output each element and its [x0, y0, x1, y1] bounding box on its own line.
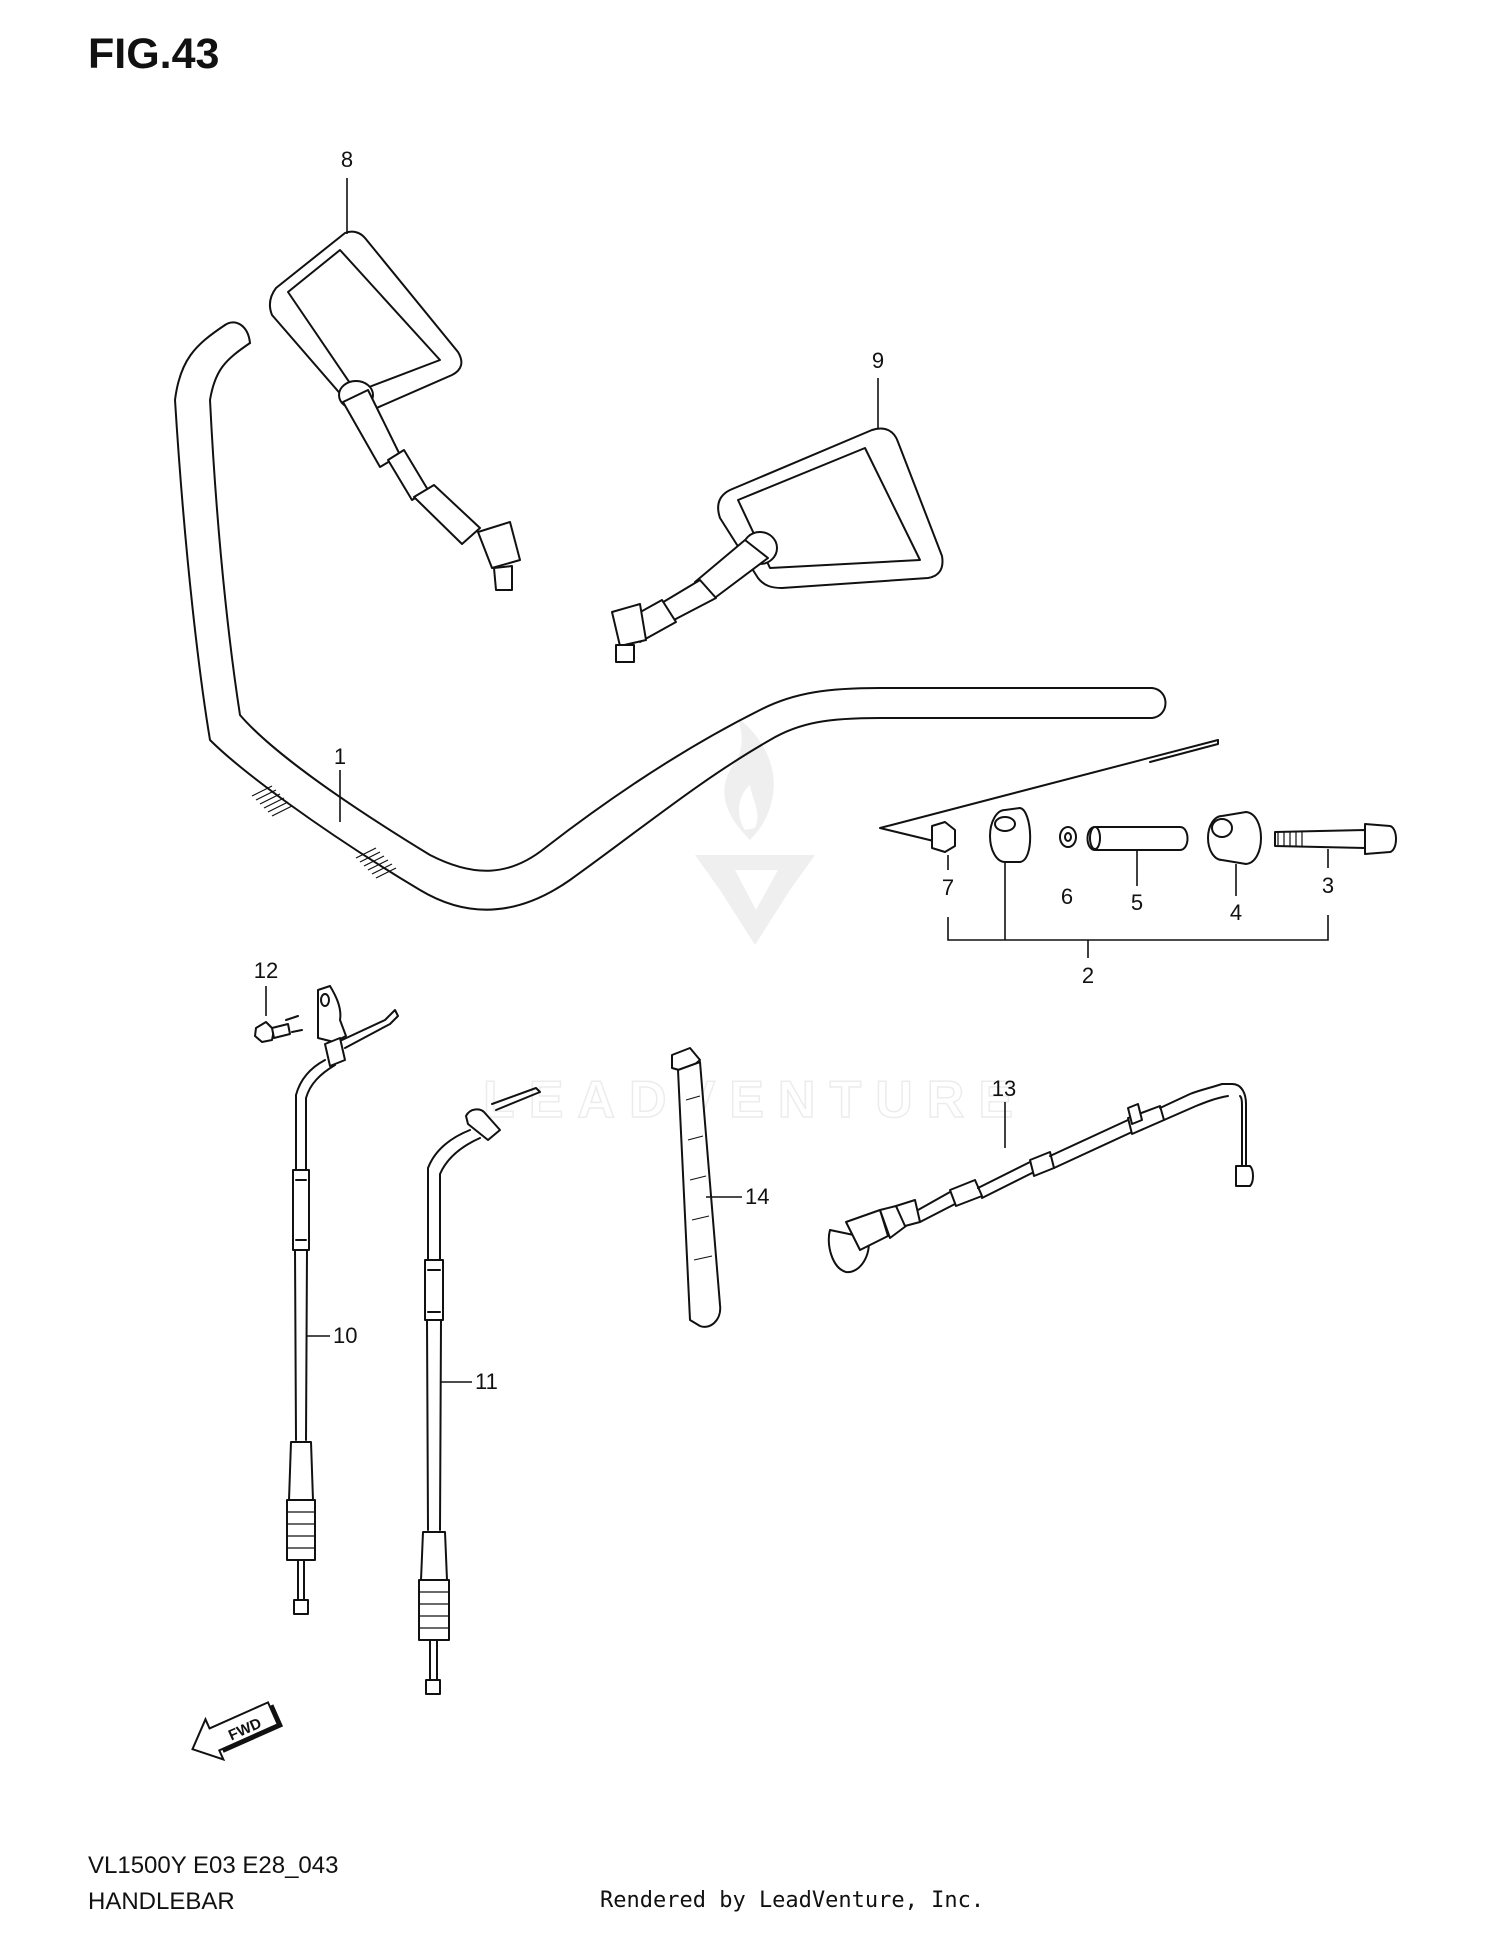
balancer-assembly[interactable]: 7 6 5 4 — [879, 739, 1397, 988]
callout-12: 12 — [254, 958, 278, 983]
handlebar[interactable]: 1 — [174, 321, 1167, 911]
callout-3: 3 — [1322, 873, 1334, 898]
callout-14: 14 — [745, 1184, 769, 1209]
callout-8: 8 — [341, 147, 353, 172]
figure-title: FIG.43 — [88, 30, 220, 78]
callout-1: 1 — [334, 744, 346, 769]
fwd-arrow: FWD — [191, 1701, 284, 1762]
callout-5: 5 — [1131, 890, 1143, 915]
screw-part-12[interactable]: 12 — [254, 958, 303, 1043]
washer-part-6[interactable]: 6 — [1059, 826, 1077, 909]
callout-10: 10 — [333, 1323, 357, 1348]
model-code: VL1500Y E03 E28_043 — [88, 1852, 339, 1879]
watermark-text: LEADVENTURE — [483, 1071, 1027, 1129]
mirror-left[interactable]: 8 — [268, 147, 521, 591]
starter-cable-13[interactable]: 13 — [827, 1076, 1254, 1274]
callout-11: 11 — [475, 1369, 498, 1394]
section-name: HANDLEBAR — [88, 1888, 235, 1915]
throttle-cable-11[interactable]: 11 — [418, 1087, 541, 1695]
clamp-band-14[interactable]: 14 — [671, 1047, 769, 1328]
throttle-cable-10[interactable]: 10 — [286, 985, 399, 1615]
weight-part[interactable] — [989, 807, 1032, 863]
nut-part-7[interactable]: 7 — [931, 821, 956, 900]
bolt-part-3[interactable]: 3 — [1274, 823, 1397, 898]
callout-7: 7 — [942, 875, 954, 900]
render-credit: Rendered by LeadVenture, Inc. — [600, 1888, 985, 1913]
callout-13: 13 — [992, 1076, 1016, 1101]
collar-part-5[interactable]: 5 — [1086, 826, 1189, 915]
callout-2: 2 — [1082, 963, 1094, 988]
watermark-logo: LEADVENTURE — [482, 718, 1027, 1130]
mirror-right[interactable]: 9 — [611, 348, 944, 663]
callout-4: 4 — [1230, 900, 1242, 925]
group-bracket — [947, 862, 1329, 958]
cushion-part-4[interactable]: 4 — [1207, 811, 1262, 925]
knurled-section-left — [251, 785, 293, 817]
knurled-section-right — [355, 847, 397, 879]
callout-6: 6 — [1061, 884, 1073, 909]
callout-9: 9 — [872, 348, 884, 373]
